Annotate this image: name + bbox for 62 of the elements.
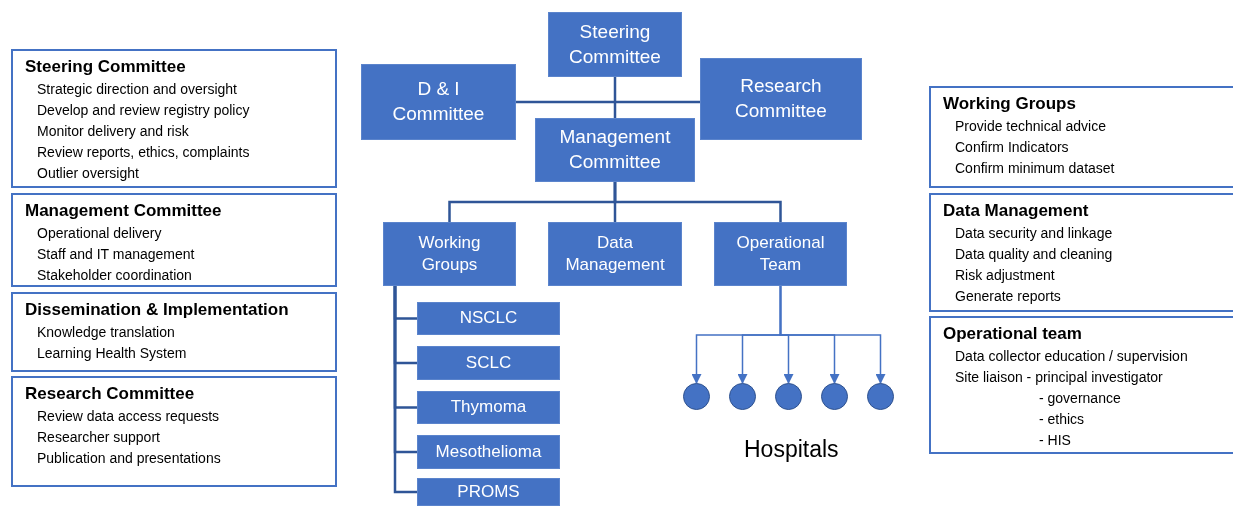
panel-heading: Steering Committee [25, 56, 187, 78]
panel-heading: Operational team [943, 323, 1083, 345]
committee-box: D & I Committee [361, 64, 516, 140]
panel-item: Learning Health System [36, 344, 188, 363]
panel-item: Review reports, ethics, complaints [36, 143, 251, 162]
panel-item: Operational delivery [36, 224, 163, 243]
panel-heading: Management Committee [25, 200, 223, 222]
panel-heading: Working Groups [943, 93, 1077, 115]
panel-item: Researcher support [36, 428, 161, 447]
panel-item: Strategic direction and oversight [36, 80, 238, 99]
committee-box: Steering Committee [548, 12, 682, 77]
committee-box: PROMS [417, 478, 560, 506]
info-panel [11, 376, 337, 487]
group-caption: Hospitals [744, 436, 839, 463]
panel-item: Data collector education / supervision [954, 347, 1189, 366]
committee-box: Management Committee [535, 118, 695, 182]
panel-item: Stakeholder coordination [36, 266, 193, 285]
panel-item: Data security and linkage [954, 224, 1114, 243]
connector-line [516, 100, 700, 104]
panel-item: - governance [1038, 389, 1122, 408]
connector-line [613, 182, 782, 222]
arrow [779, 285, 886, 384]
panel-item: Publication and presentations [36, 449, 222, 468]
panel-heading: Data Management [943, 200, 1090, 222]
committee-box: NSCLC [417, 302, 560, 335]
panel-heading: Research Committee [25, 383, 196, 405]
hospital-circle [775, 383, 802, 410]
committee-box: Thymoma [417, 391, 560, 424]
info-panel [11, 292, 337, 372]
info-panel [11, 49, 337, 188]
panel-item: - HIS [1038, 431, 1072, 450]
panel-item: Generate reports [954, 287, 1062, 306]
panel-item: Monitor delivery and risk [36, 122, 190, 141]
info-panel [929, 193, 1233, 312]
panel-item: Confirm Indicators [954, 138, 1070, 157]
committee-box: Data Management [548, 222, 682, 286]
hospital-circle [683, 383, 710, 410]
info-panel [929, 316, 1233, 454]
committee-box: Working Groups [383, 222, 516, 286]
info-panel [929, 86, 1233, 188]
panel-item: Staff and IT management [36, 245, 196, 264]
connector-line [613, 77, 617, 118]
hospital-circle [729, 383, 756, 410]
committee-box: Mesothelioma [417, 435, 560, 469]
panel-item: Review data access requests [36, 407, 221, 426]
panel-item: Confirm minimum dataset [954, 159, 1116, 178]
panel-heading: Dissemination & Implementation [25, 299, 290, 321]
info-panel [11, 193, 337, 287]
panel-item: Site liaison - principal investigator [954, 368, 1164, 387]
panel-item: Provide technical advice [954, 117, 1107, 136]
connector-line [393, 286, 417, 494]
hospital-circle [821, 383, 848, 410]
hospital-circle [867, 383, 894, 410]
panel-item: Develop and review registry policy [36, 101, 251, 120]
panel-item: - ethics [1038, 410, 1086, 429]
committee-box: Operational Team [714, 222, 847, 286]
committee-box: Research Committee [700, 58, 862, 140]
panel-item: Outlier oversight [36, 164, 140, 183]
committee-box: SCLC [417, 346, 560, 380]
panel-item: Data quality and cleaning [954, 245, 1114, 264]
panel-item: Risk adjustment [954, 266, 1056, 285]
panel-item: Knowledge translation [36, 323, 176, 342]
